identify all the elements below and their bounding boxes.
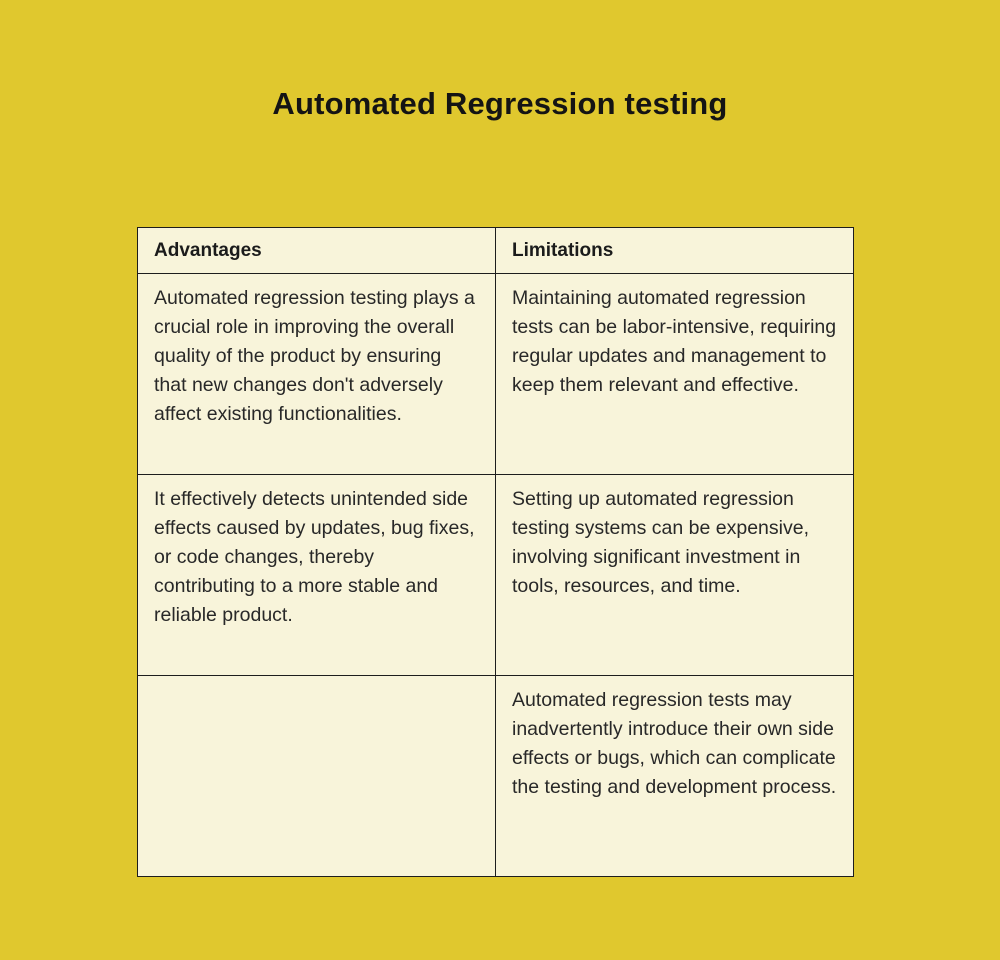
column-header-limitations: Limitations [495,227,854,274]
table-header-row: Advantages Limitations [137,227,854,274]
table-row: It effectively detects unintended side e… [137,474,854,676]
table-row: Automated regression testing plays a cru… [137,273,854,475]
advantages-limitations-table: Advantages Limitations Automated regress… [137,227,854,877]
limitation-cell-2: Setting up automated regression testing … [495,474,854,676]
limitation-cell-3: Automated regression tests may inadverte… [495,675,854,877]
limitation-cell-1: Maintaining automated regression tests c… [495,273,854,475]
column-header-advantages: Advantages [137,227,496,274]
advantage-cell-3-empty [137,675,496,877]
page-title: Automated Regression testing [272,86,728,121]
advantage-cell-2: It effectively detects unintended side e… [137,474,496,676]
advantage-cell-1: Automated regression testing plays a cru… [137,273,496,475]
table-row: Automated regression tests may inadverte… [137,675,854,877]
